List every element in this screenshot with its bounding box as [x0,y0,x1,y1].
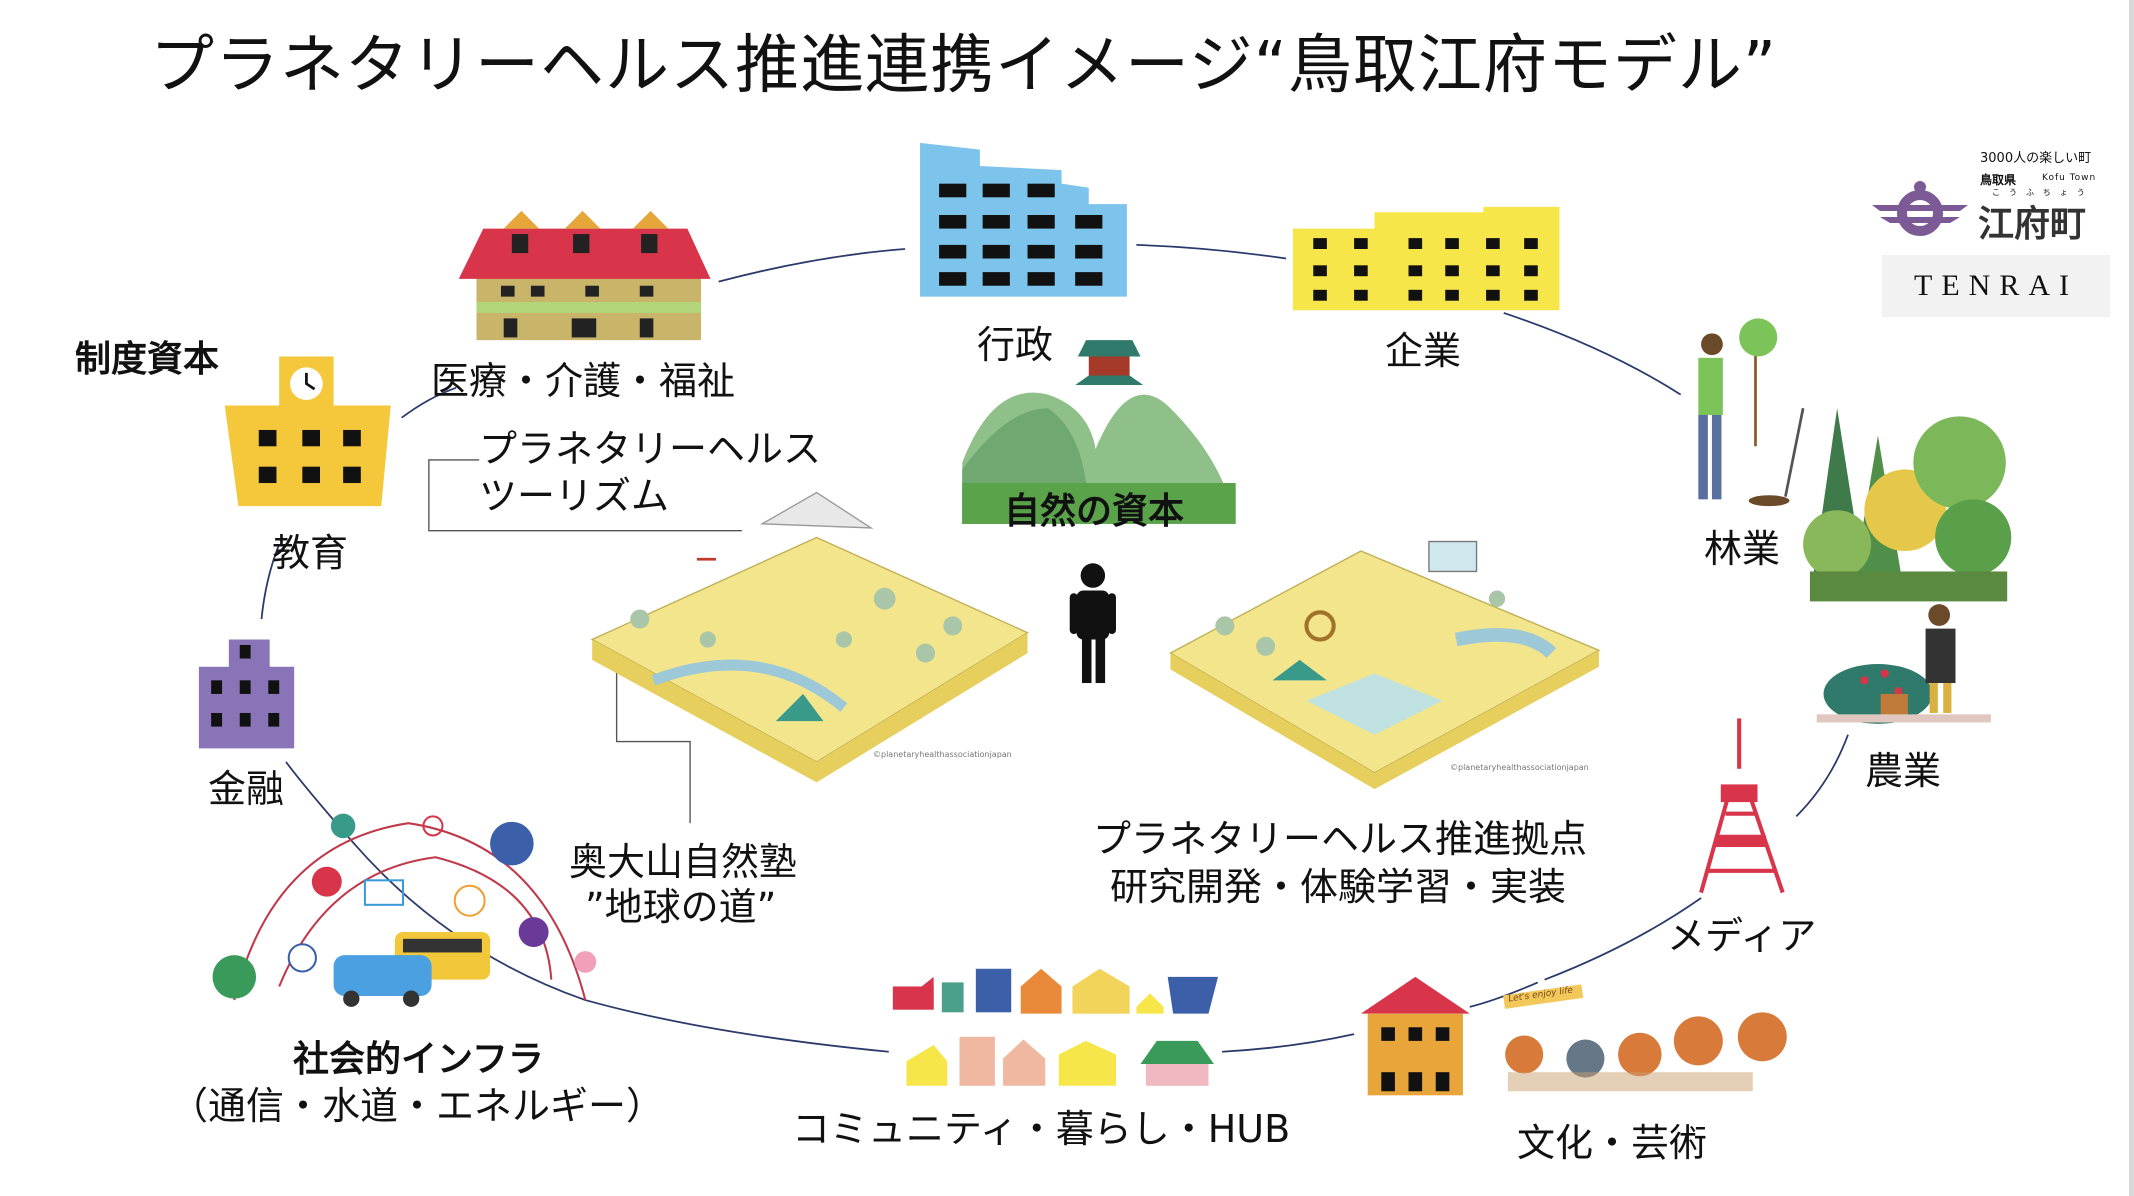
infrastructure-subtitle: （通信・水道・エネルギー） [170,1084,665,1128]
okudaisen-label-line2: ”地球の道” [585,885,777,929]
connector-lines [260,244,1849,1053]
okudaisen-label-line1: 奥大山自然塾 [569,840,798,884]
mountain-shrine-icon [962,340,1236,524]
forestry-label: 林業 [1704,527,1781,571]
medical-building-icon [458,210,711,341]
base-label-line1: プラネタリーヘルス推進拠点 [1093,817,1588,861]
logo-english: Kofu Town [2042,173,2097,183]
kofu-town-logo: 3000人の楽しい町 鳥取県 Kofu Town こうふちょう 江府町 TENR… [1870,145,2110,317]
education-label: 教育 [272,531,349,575]
institutional-capital-label: 制度資本 [75,339,220,380]
community-label: コミュニティ・暮らし・HUB [792,1107,1291,1151]
farmer-icon [1816,604,1991,724]
business-label: 企業 [1385,329,1462,373]
tenrai-logo: TENRAI [1882,255,2110,317]
logo-town: 江府町 [1978,204,2087,245]
school-building-icon [224,356,391,507]
finance-building-icon [198,639,295,749]
agriculture-label: 農業 [1865,749,1942,793]
page-title: プラネタリーヘルス推進連携イメージ“鳥取江府モデル” [150,29,1778,103]
kofu-crest-icon [1872,181,1968,236]
infrastructure-illustration [212,813,597,1007]
base-diorama-illustration [1169,540,1601,790]
credit-right: ©planetaryhealthassociationjapan [1450,763,1589,772]
person-icon [1069,563,1116,684]
forester-icon [1698,318,1805,507]
tourism-label-line2: ツーリズム [479,474,670,518]
tokyo-tower-icon [1699,718,1785,894]
credit-left: ©planetaryhealthassociationjapan [873,750,1012,759]
finance-label: 金融 [208,767,285,811]
forest-trees-icon [1803,408,2012,602]
culture-label: 文化・芸術 [1517,1121,1708,1165]
community-houses-icon [892,968,1219,1086]
logo-prefecture: 鳥取県 [1980,173,2017,187]
government-label: 行政 [977,323,1054,367]
government-building-icon [920,142,1127,297]
tourism-label-line1: プラネタリーヘルス [479,427,822,471]
okudaisen-diorama-illustration [590,491,1029,783]
medical-label: 医療・介護・福祉 [431,359,736,403]
natural-capital-label: 自然の資本 [1004,491,1185,532]
culture-house-icon [1360,976,1470,1096]
media-label: メディア [1667,914,1817,958]
infrastructure-title: 社会的インフラ [293,1039,544,1080]
business-building-icon [1292,206,1560,311]
logo-tagline: 3000人の楽しい町 [1980,151,2092,166]
logo-furigana: こうふちょう [1992,188,2094,197]
base-label-line2: 研究開発・体験学習・実装 [1110,865,1567,909]
right-edge-border [2129,0,2134,1196]
callout-lines [428,459,742,824]
animal-band-icon [1503,984,1787,1092]
